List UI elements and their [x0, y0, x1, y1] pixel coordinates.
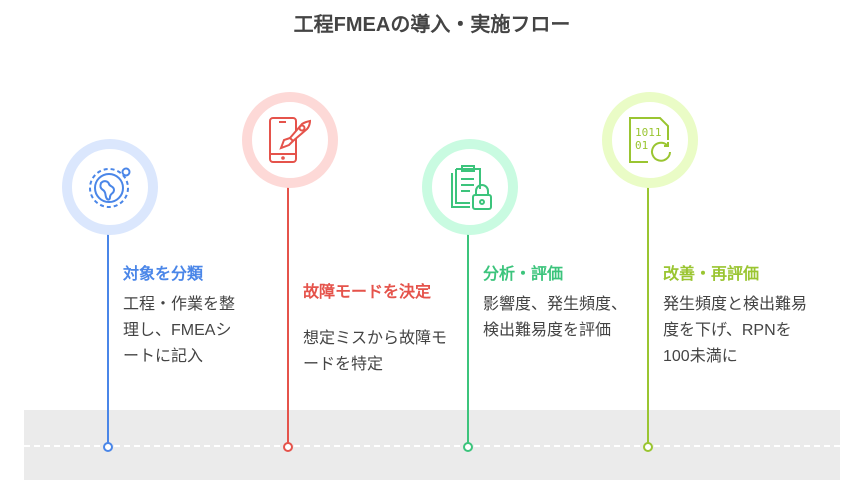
step-2-marker [283, 442, 293, 452]
step-2-description: 想定ミスから故障モードを特定 [303, 330, 448, 373]
step-2-heading: 故障モードを決定 [303, 284, 432, 301]
svg-text:01: 01 [635, 139, 648, 152]
binary-file-refresh-icon: 1011 01 [629, 117, 671, 163]
step-4-connector [647, 183, 649, 443]
step-4-description: 発生頻度と検出難易度を下げ、RPNを100未満に [663, 296, 808, 365]
step-2-icon-ring [242, 92, 338, 188]
step-1-description: 工程・作業を整理し、FMEAシートに記入 [123, 296, 236, 365]
step-4-heading: 改善・再評価 [663, 266, 760, 283]
page-title: 工程FMEAの導入・実施フロー [293, 14, 571, 36]
step-2-connector [287, 183, 289, 443]
step-1-heading: 対象を分類 [123, 266, 204, 283]
step-1-marker [103, 442, 113, 452]
road-dashed-line [24, 445, 840, 447]
globe-icon [89, 167, 131, 208]
step-3-heading: 分析・評価 [483, 266, 564, 283]
step-3-description: 影響度、発生頻度、検出難易度を評価 [483, 296, 628, 339]
step-3-icon-ring [422, 139, 518, 235]
step-1-icon-ring [62, 139, 158, 235]
step-3-marker [463, 442, 473, 452]
step-4-icon-ring: 1011 01 [602, 92, 698, 188]
timeline-road [24, 410, 840, 480]
step-1-connector [107, 230, 109, 443]
step-3-connector [467, 230, 469, 443]
svg-text:1011: 1011 [635, 126, 662, 139]
mobile-rocket-icon [269, 117, 312, 163]
step-4-marker [643, 442, 653, 452]
clipboard-lock-icon [451, 165, 492, 210]
